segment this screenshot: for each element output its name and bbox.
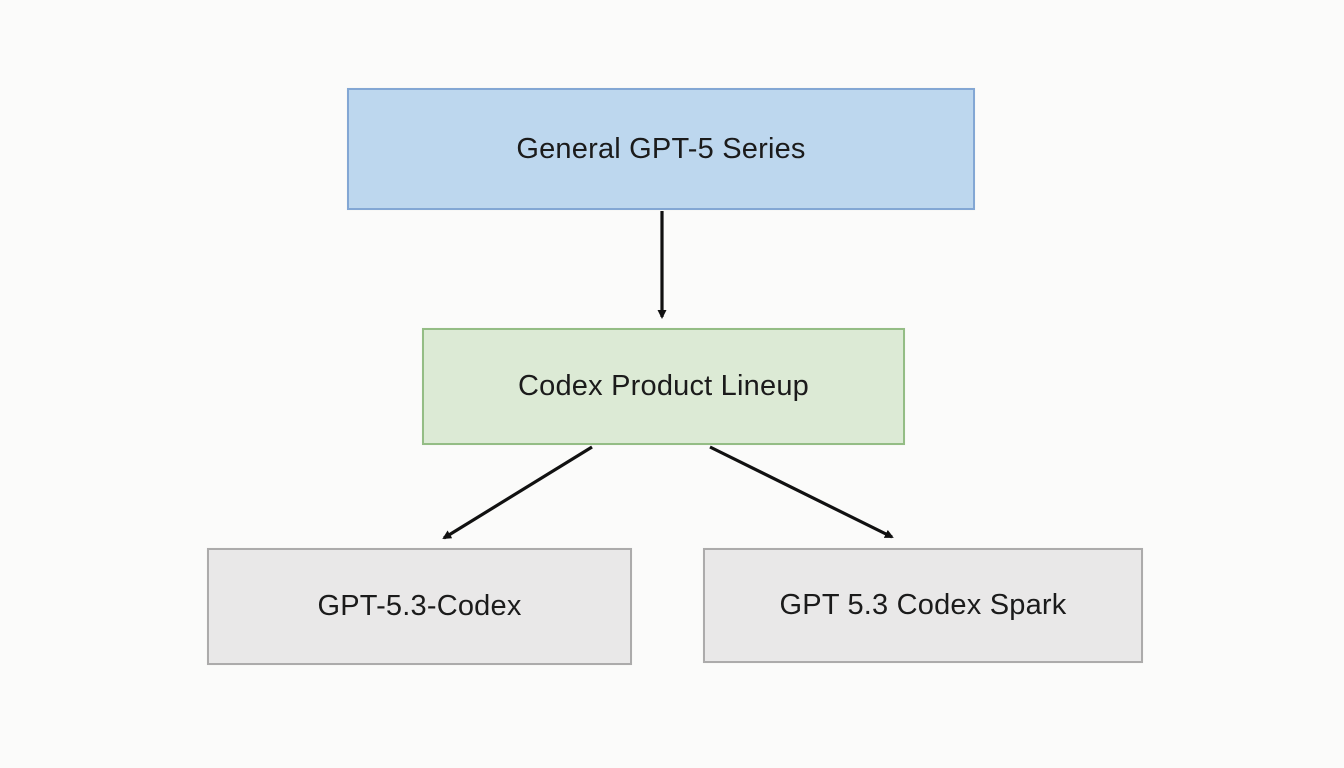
node-label-gpt-5-3-codex-spark: GPT 5.3 Codex Spark bbox=[779, 589, 1067, 621]
node-codex-product-lineup: Codex Product Lineup bbox=[422, 328, 905, 445]
node-label-general-gpt5-series: General GPT-5 Series bbox=[516, 132, 806, 165]
node-gpt-5-3-codex-spark: GPT 5.3 Codex Spark bbox=[703, 548, 1143, 663]
node-gpt-5-3-codex: GPT-5.3-Codex bbox=[207, 548, 632, 665]
arrow-mid-to-left bbox=[442, 445, 593, 540]
node-label-gpt-5-3-codex: GPT-5.3-Codex bbox=[317, 590, 522, 622]
arrow-mid-to-right bbox=[709, 445, 894, 539]
node-label-codex-product-lineup: Codex Product Lineup bbox=[518, 370, 809, 402]
node-general-gpt5-series: General GPT-5 Series bbox=[347, 88, 975, 210]
